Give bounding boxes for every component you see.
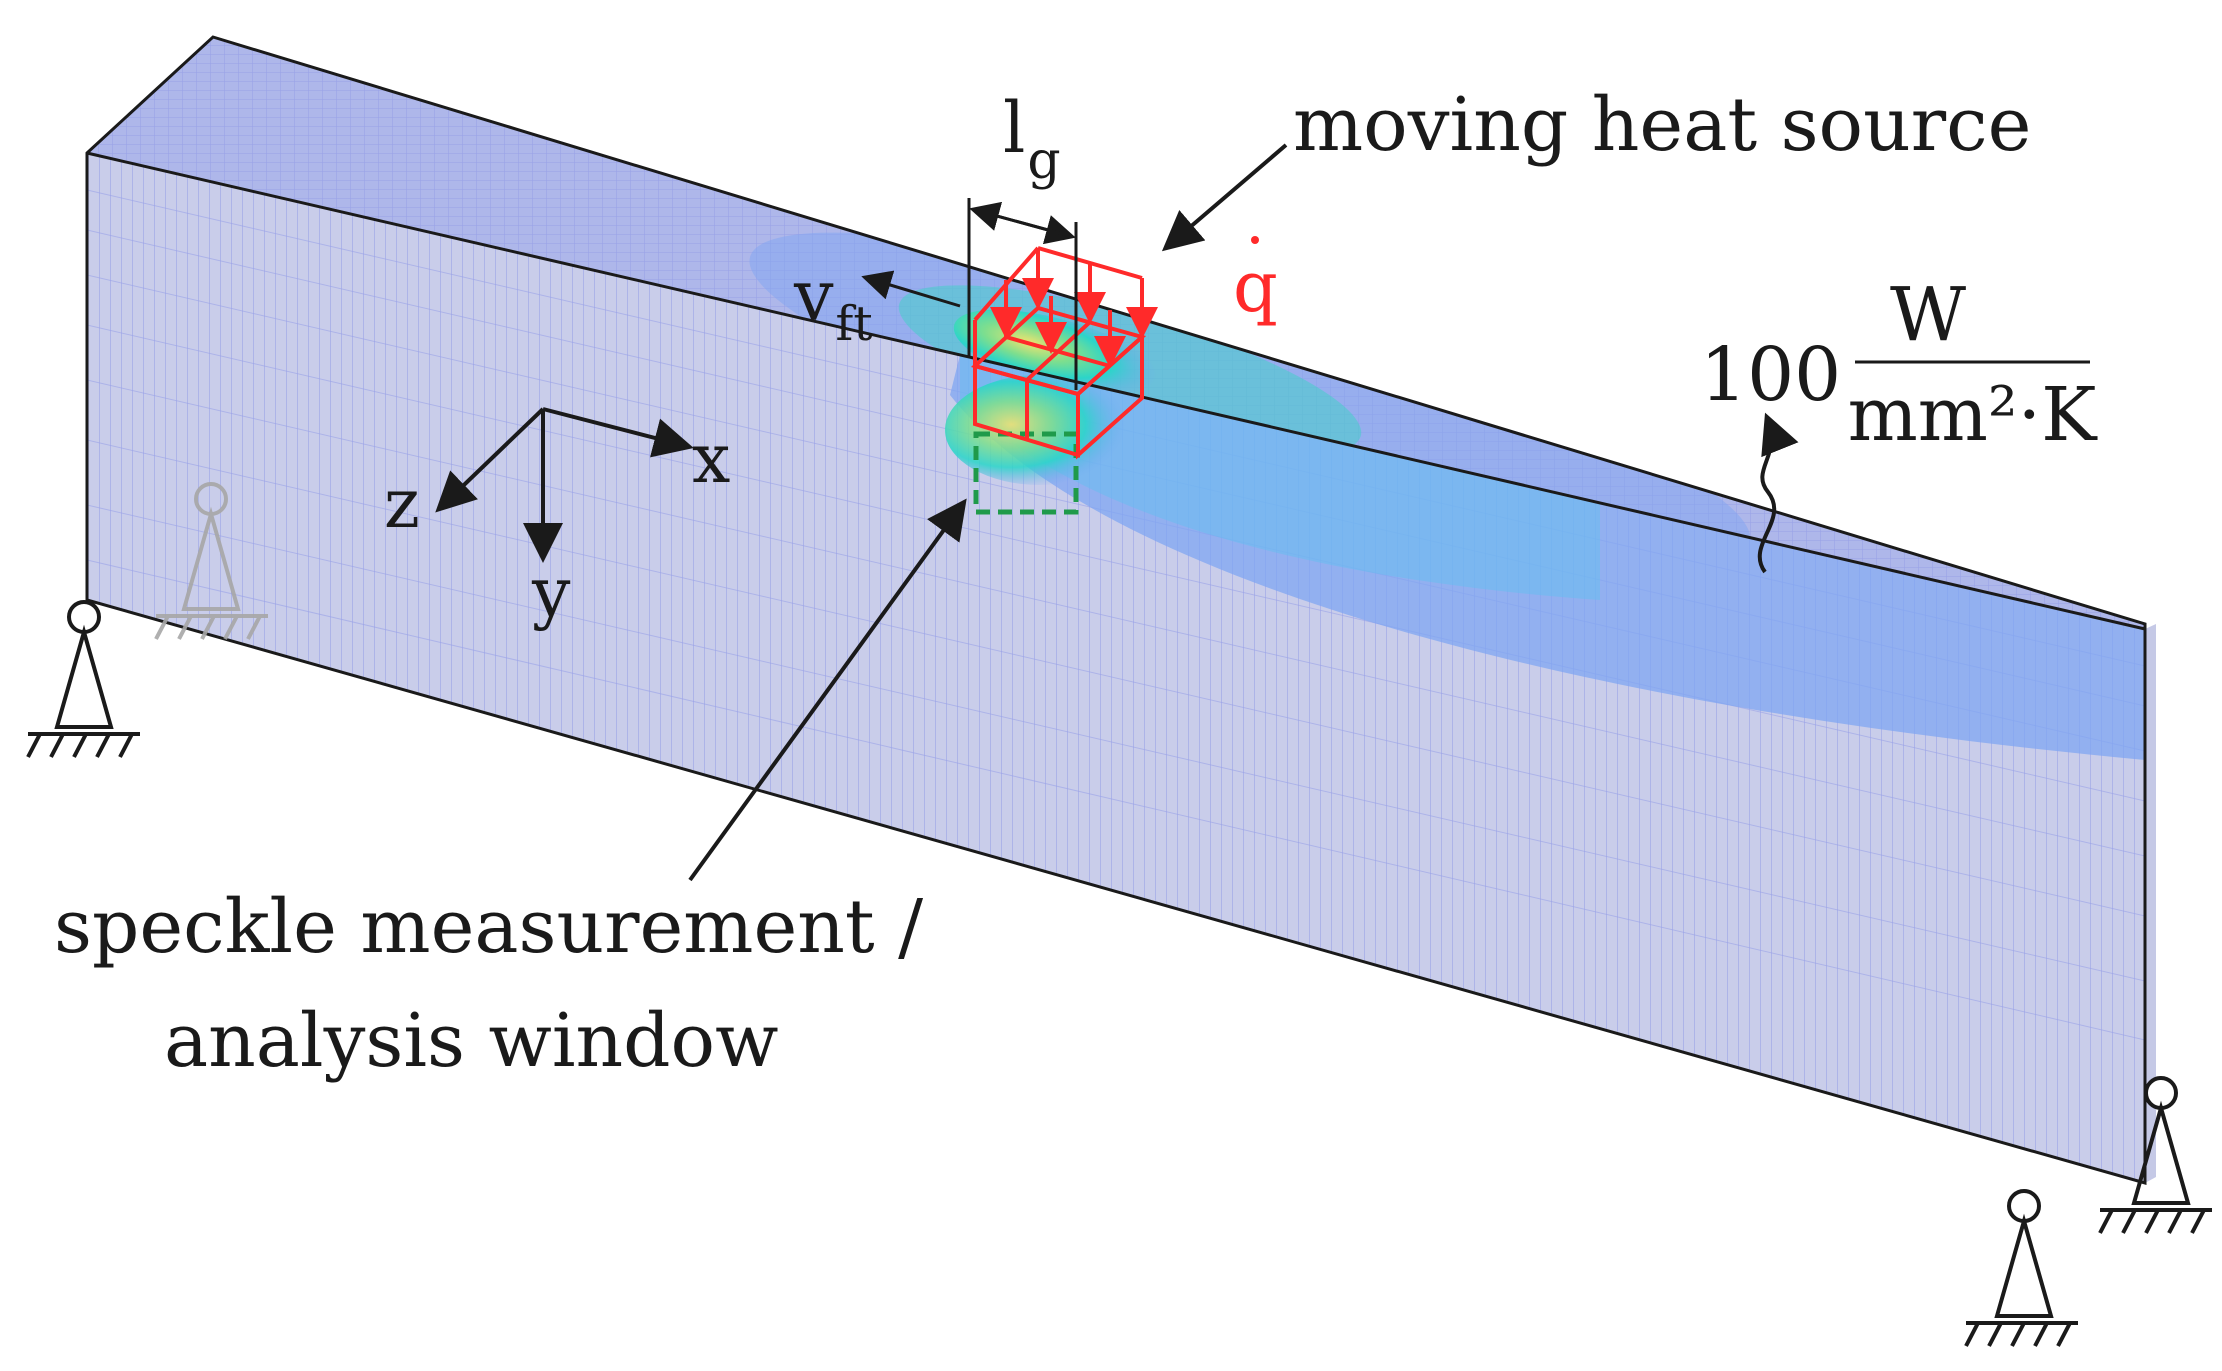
pin-support-icon bbox=[26, 600, 140, 758]
speckle-arrow bbox=[688, 498, 967, 882]
heat-source-arrow bbox=[1161, 143, 1288, 252]
speckle-label-line1: speckle measurement / bbox=[54, 884, 923, 970]
coordinate-axes bbox=[435, 407, 694, 563]
vft-label: vft bbox=[793, 255, 873, 352]
coef-denominator: mm²·K bbox=[1848, 372, 2099, 458]
q-dot-marker bbox=[1251, 236, 1259, 244]
coef-value: 100 bbox=[1700, 332, 1841, 418]
lg-label: lg bbox=[1003, 87, 1061, 191]
lg-dimension bbox=[967, 198, 1078, 390]
beam-end-face bbox=[2145, 624, 2156, 1183]
vft-arrow bbox=[861, 270, 961, 308]
heat-source-label: moving heat source bbox=[1293, 82, 2031, 168]
convection-arrow bbox=[1757, 412, 1799, 574]
axis-z-label: z bbox=[384, 465, 420, 544]
q-dot-label: q bbox=[1233, 246, 1278, 328]
speckle-label-line2: analysis window bbox=[164, 998, 778, 1084]
heat-flux-arrows bbox=[973, 246, 1158, 368]
roller-support-icon bbox=[2098, 1076, 2212, 1234]
coef-numerator: W bbox=[1890, 272, 1966, 358]
pin-support-icon bbox=[1964, 1189, 2078, 1347]
axis-x-label: x bbox=[692, 420, 730, 499]
ghost-support-icon bbox=[154, 482, 268, 640]
axis-y-label: y bbox=[531, 554, 571, 633]
